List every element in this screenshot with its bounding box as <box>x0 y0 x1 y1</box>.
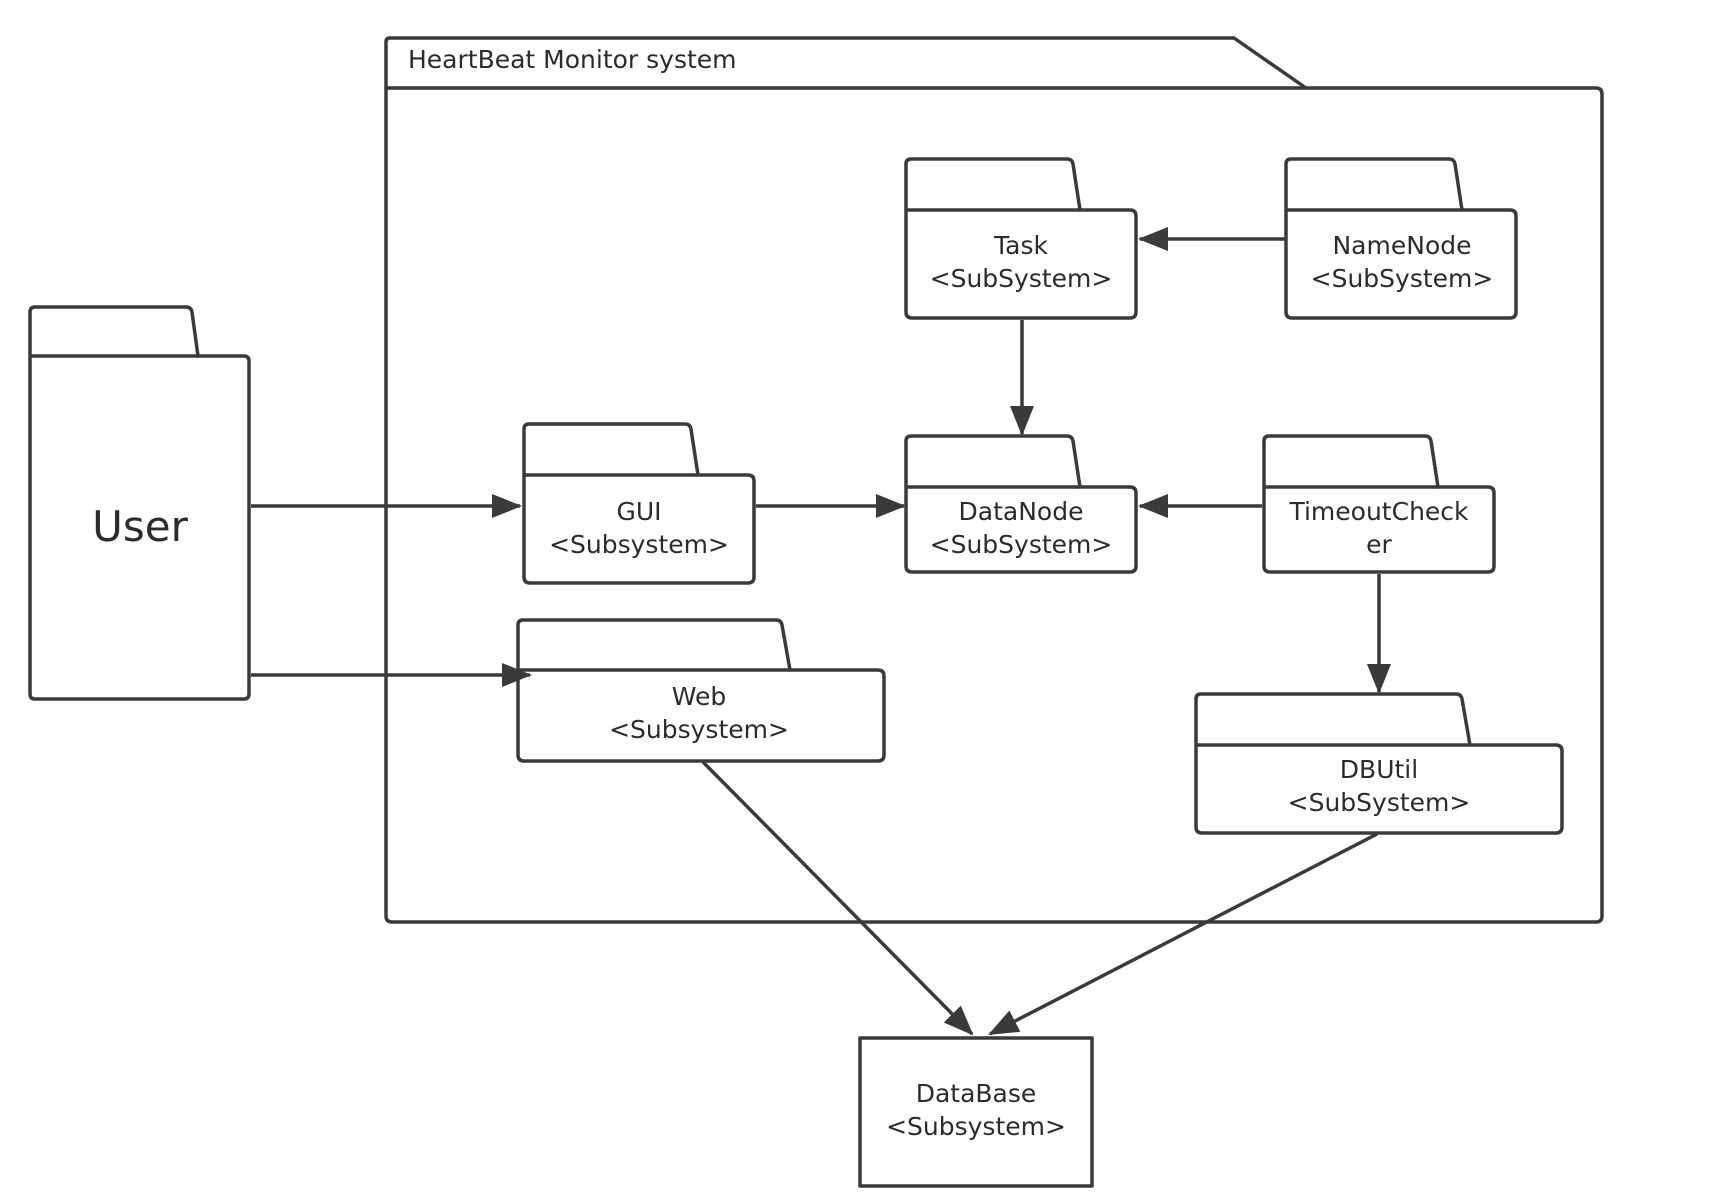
user-label: User <box>92 502 188 551</box>
dbutil-stereotype: <SubSystem> <box>1288 788 1471 817</box>
dbutil-name: DBUtil <box>1340 755 1418 784</box>
gui-name: GUI <box>616 497 661 526</box>
timeoutchecker-package[interactable]: TimeoutCheck er <box>1262 434 1496 574</box>
timeoutchecker-name: TimeoutCheck <box>1288 497 1469 526</box>
arrow-web-to-database <box>701 760 974 1036</box>
datanode-stereotype: <SubSystem> <box>930 530 1113 559</box>
task-package[interactable]: Task <SubSystem> <box>904 157 1138 320</box>
gui-stereotype: <Subsystem> <box>549 530 729 559</box>
database-name: DataBase <box>916 1079 1037 1108</box>
system-title: HeartBeat Monitor system <box>408 45 737 74</box>
web-stereotype: <Subsystem> <box>609 715 789 744</box>
namenode-package[interactable]: NameNode <SubSystem> <box>1284 157 1518 320</box>
datanode-name: DataNode <box>959 497 1084 526</box>
dbutil-package[interactable]: DBUtil <SubSystem> <box>1194 692 1564 835</box>
task-name: Task <box>993 231 1048 260</box>
user-package[interactable]: User <box>28 305 251 701</box>
database-box[interactable]: DataBase <Subsystem> <box>858 1036 1094 1188</box>
arrow-dbutil-to-database <box>988 832 1378 1036</box>
namenode-stereotype: <SubSystem> <box>1311 264 1494 293</box>
database-stereotype: <Subsystem> <box>886 1112 1066 1141</box>
web-package[interactable]: Web <Subsystem> <box>516 618 886 763</box>
web-name: Web <box>672 682 727 711</box>
namenode-name: NameNode <box>1332 231 1471 260</box>
timeoutchecker-name-wrap: er <box>1366 530 1392 559</box>
gui-package[interactable]: GUI <Subsystem> <box>522 422 756 585</box>
task-stereotype: <SubSystem> <box>930 264 1113 293</box>
datanode-package[interactable]: DataNode <SubSystem> <box>904 434 1138 574</box>
